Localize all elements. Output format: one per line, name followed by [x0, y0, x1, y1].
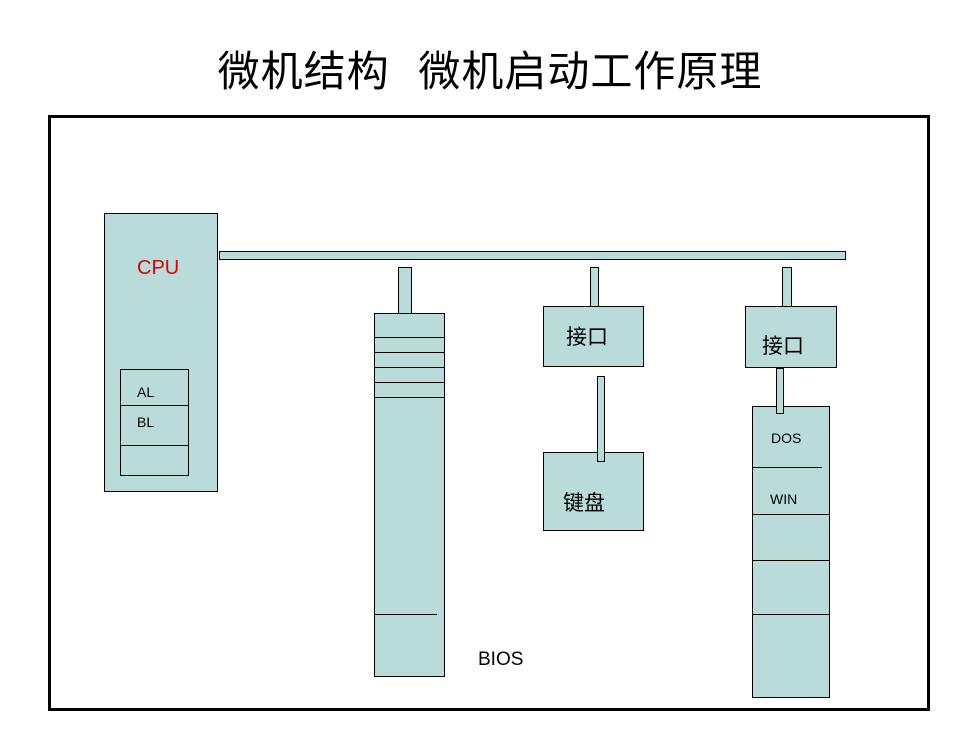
register-bl-label: BL	[137, 414, 155, 430]
register-block	[120, 369, 189, 476]
register-divider	[120, 405, 189, 406]
bios-label: BIOS	[478, 649, 524, 670]
memory-divider	[374, 337, 445, 338]
memory-divider	[374, 352, 445, 353]
keyboard-interface-block	[543, 306, 644, 367]
page-title: 微机结构 微机启动工作原理	[217, 47, 763, 96]
disk-divider	[752, 614, 830, 615]
disk-divider	[752, 514, 830, 515]
disk-interface-connector	[782, 267, 792, 307]
disk-interface-block	[745, 306, 837, 368]
memory-divider	[374, 367, 445, 368]
disk-dos-label: DOS	[771, 430, 802, 446]
memory-bus-connector	[398, 267, 412, 314]
disk-divider	[752, 560, 830, 561]
memory-block	[374, 313, 445, 677]
cpu-label: CPU	[137, 257, 180, 279]
memory-divider	[374, 614, 437, 615]
disk-win-label: WIN	[770, 491, 798, 507]
diagram-frame	[48, 115, 930, 711]
disk-connector	[776, 368, 784, 414]
keyboard-interface-label: 接口	[566, 325, 608, 349]
system-bus	[219, 251, 846, 260]
keyboard-block	[543, 452, 644, 531]
register-divider	[120, 445, 189, 446]
keyboard-connector	[597, 376, 605, 462]
disk-block	[752, 406, 830, 698]
disk-interface-label: 接口	[762, 334, 804, 358]
disk-divider	[752, 467, 822, 468]
memory-divider	[374, 382, 445, 383]
memory-divider	[374, 397, 445, 398]
keyboard-label: 键盘	[563, 491, 605, 515]
register-al-label: AL	[137, 384, 155, 400]
keyboard-interface-connector	[590, 267, 599, 307]
